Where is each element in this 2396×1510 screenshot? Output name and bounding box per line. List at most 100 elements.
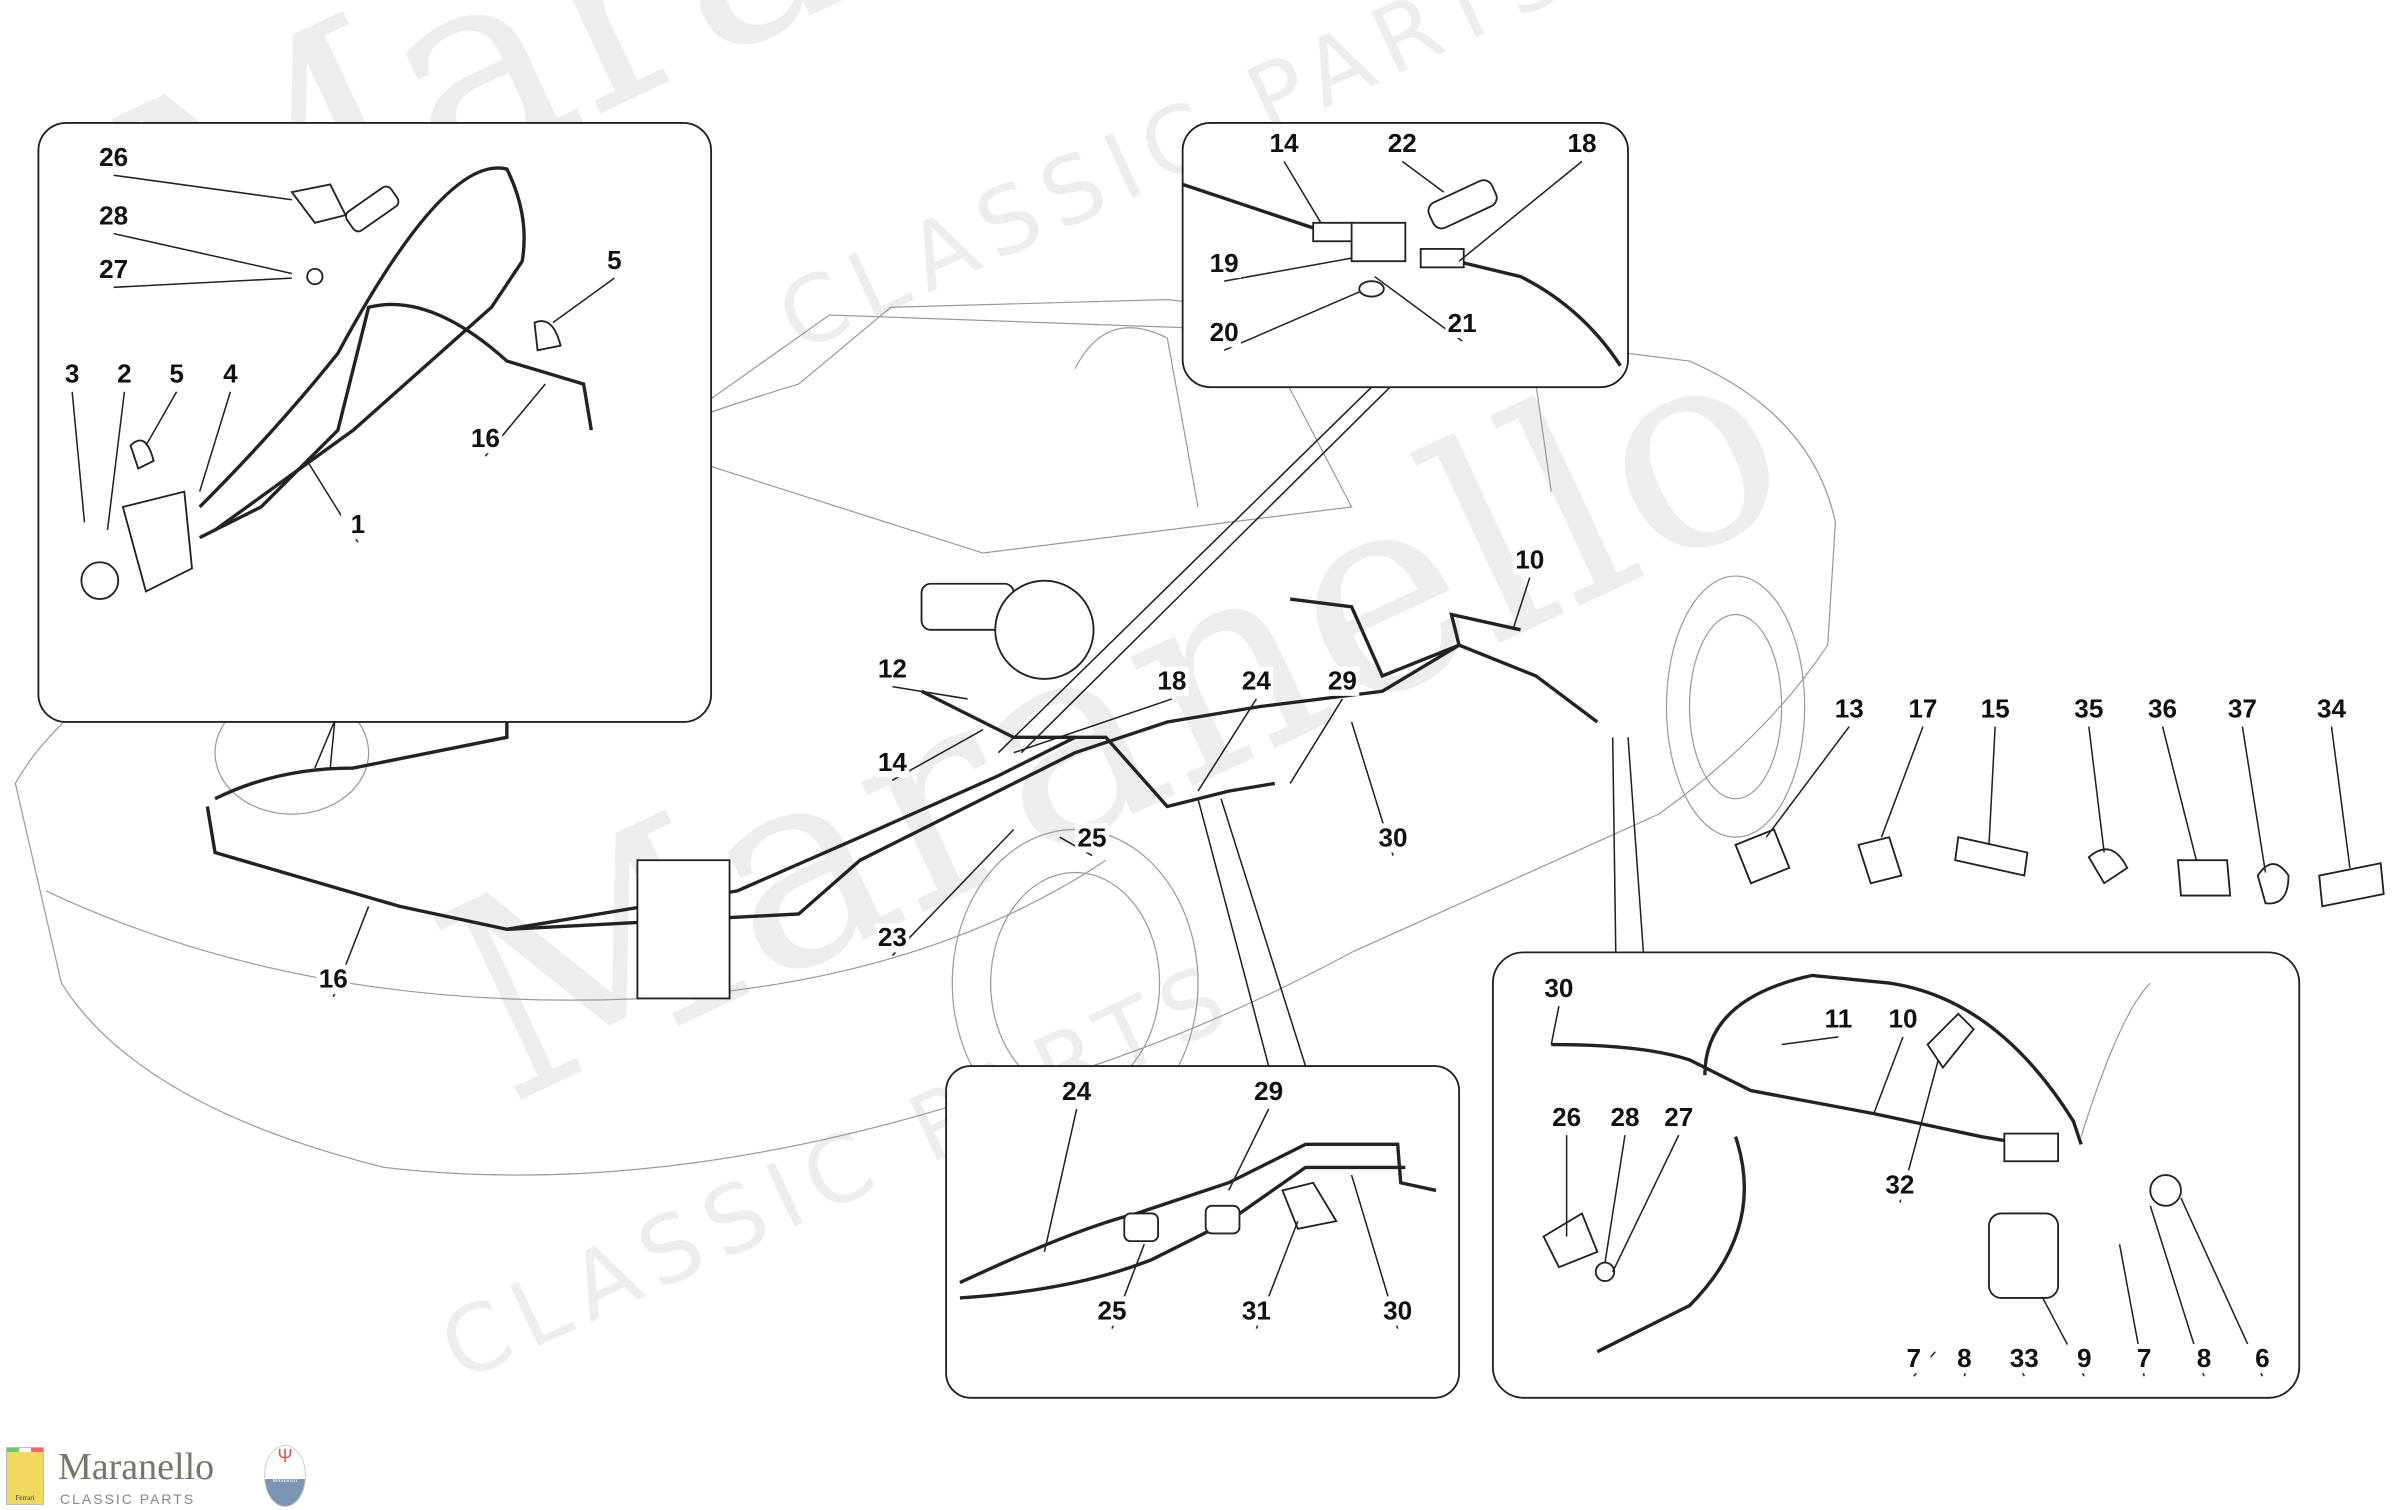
callout-18: 18	[1567, 128, 1596, 158]
leader-line	[1289, 698, 1344, 784]
leader-line	[1604, 1135, 1626, 1263]
callout-bg	[1549, 1102, 1584, 1133]
callout-3: 3	[65, 359, 80, 389]
leader-line	[1781, 1036, 1839, 1046]
logo-sub: CLASSIC PARTS	[60, 1491, 196, 1507]
callout-4: 4	[223, 359, 238, 389]
callout-1: 1	[351, 509, 366, 539]
clip-parts	[1734, 828, 2385, 908]
callout-bg	[159, 359, 194, 389]
inset-sensor-tee	[997, 122, 1629, 754]
callout-bg	[1380, 1296, 1415, 1326]
callout-bg	[2187, 1344, 2221, 1374]
leader-line	[145, 391, 178, 446]
callout-17: 17	[1908, 693, 1937, 723]
callout-15: 15	[1981, 693, 2010, 723]
callout-34: 34	[2317, 693, 2347, 723]
callout-bg	[55, 359, 90, 389]
callout-bg	[875, 654, 910, 684]
leader-line	[1873, 1036, 1904, 1114]
callout-bg	[340, 510, 375, 540]
callout-bg	[1832, 694, 1867, 724]
callout-bg	[1239, 1296, 1274, 1326]
callout-bg	[1608, 1102, 1642, 1133]
callout-29: 29	[1254, 1076, 1283, 1106]
leader-line	[1550, 1005, 1560, 1045]
logo-brand: Maranello	[58, 1446, 215, 1488]
callout-bg	[96, 255, 131, 285]
callout-19: 19	[1210, 248, 1239, 278]
callout-27: 27	[1664, 1102, 1693, 1132]
callout-bg	[213, 359, 248, 389]
callout-bg	[1821, 1004, 1856, 1034]
callout-10: 10	[1888, 1004, 1917, 1034]
leader-line	[1880, 726, 1924, 838]
leader-line	[198, 391, 232, 492]
callout-bg	[1445, 308, 1480, 339]
leader-line	[1612, 1134, 1680, 1273]
callout-bg	[1542, 973, 1576, 1004]
callout-bg	[1906, 694, 1940, 724]
callout-32: 32	[1885, 1169, 1914, 1199]
callout-bg	[1325, 666, 1360, 696]
leader-line	[113, 232, 292, 275]
leader-line	[113, 277, 292, 289]
callout-23: 23	[878, 922, 907, 952]
callout-bg	[597, 245, 632, 276]
callout-10: 10	[1515, 544, 1544, 574]
callout-bg	[2127, 1344, 2162, 1374]
leader-line	[552, 277, 615, 324]
leader-line	[2161, 726, 2198, 861]
callout-25: 25	[1077, 822, 1106, 852]
leader-line	[1197, 698, 1258, 792]
callout-bg	[1267, 129, 1301, 159]
callout-bg	[875, 923, 910, 953]
leader-line	[2241, 726, 2267, 873]
callout-bg	[1947, 1344, 1982, 1374]
callout-bg	[1207, 248, 1242, 279]
inset-rear-sensor	[1491, 737, 2301, 1399]
callout-25: 25	[1097, 1295, 1126, 1325]
leader-line	[2088, 726, 2105, 853]
callout-24: 24	[1242, 666, 1272, 696]
callout-21: 21	[1448, 308, 1477, 338]
callout-7: 7	[1906, 1343, 1921, 1373]
leader-line	[1043, 1108, 1078, 1253]
leader-line	[1013, 698, 1173, 754]
callout-30: 30	[1383, 1295, 1412, 1325]
callout-8: 8	[2197, 1343, 2212, 1373]
callout-bg	[2245, 1344, 2280, 1374]
callout-bg	[875, 748, 910, 778]
callout-30: 30	[1544, 973, 1573, 1003]
callout-bg	[2145, 694, 2180, 724]
callout-bg	[1886, 1004, 1920, 1034]
callout-bg	[2067, 1344, 2102, 1374]
callout-2: 2	[117, 359, 132, 389]
callout-22: 22	[1388, 128, 1417, 158]
callout-5: 5	[169, 359, 184, 389]
callout-bg	[1207, 318, 1242, 348]
callout-26: 26	[99, 142, 128, 172]
maranello-logo: Ferrari Maranello CLASSIC PARTS Ψ MASERA…	[6, 1445, 316, 1507]
callout-bg	[1239, 666, 1274, 696]
callout-bg	[96, 142, 131, 173]
inset-center-pipes	[945, 798, 1461, 1399]
callout-bg	[1376, 823, 1410, 853]
callout-28: 28	[1610, 1102, 1639, 1132]
callout-bg	[1512, 545, 1547, 575]
callout-bg	[1075, 823, 1109, 853]
callout-31: 31	[1242, 1295, 1271, 1325]
callout-18: 18	[1157, 666, 1186, 696]
callout-13: 13	[1835, 693, 1864, 723]
callout-bg	[1896, 1344, 1931, 1374]
leader-line	[1223, 291, 1360, 351]
callout-bg	[1565, 129, 1599, 159]
callout-bg	[1661, 1102, 1696, 1133]
leader-line	[1512, 577, 1531, 631]
callout-bg	[2314, 694, 2349, 724]
callout-5: 5	[607, 245, 622, 275]
leader-line	[1458, 160, 1583, 262]
callout-6: 6	[2255, 1343, 2270, 1373]
